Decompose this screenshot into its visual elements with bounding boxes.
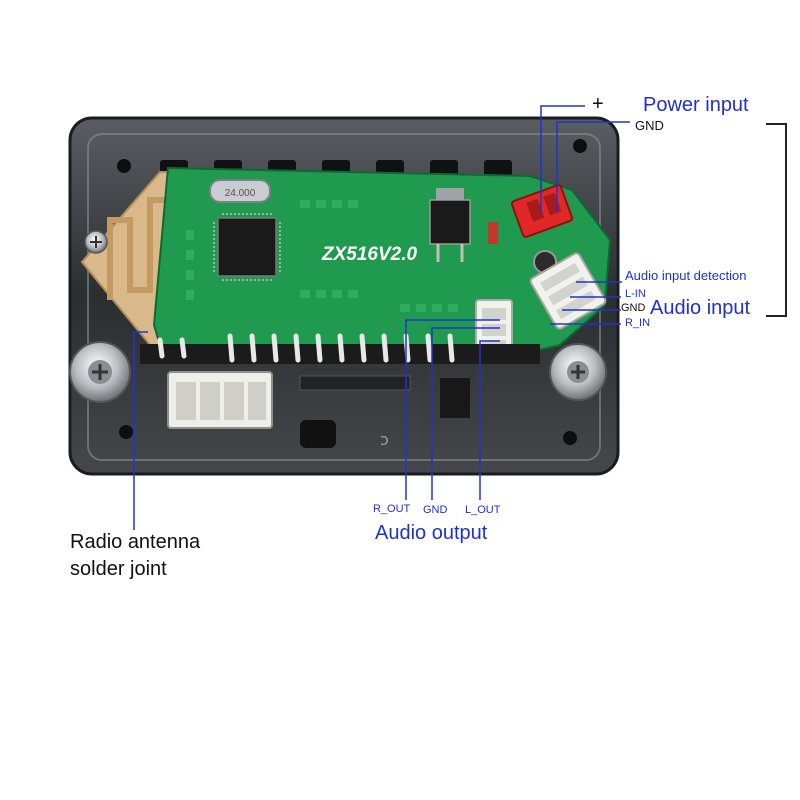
audio-output-label: Audio output bbox=[375, 522, 488, 544]
antenna-label-line1: Radio antenna bbox=[70, 531, 201, 553]
power-gnd-label: GND bbox=[635, 118, 664, 133]
audio-input-detection-label: Audio input detection bbox=[625, 268, 747, 283]
lower-white-connector bbox=[167, 371, 273, 429]
annotation-lines bbox=[133, 105, 787, 530]
crystal-marking: 24.000 bbox=[225, 188, 256, 199]
l-in-label: L-IN bbox=[625, 288, 646, 300]
r-out-label: R_OUT bbox=[373, 503, 411, 515]
out-gnd-label: GND bbox=[423, 504, 448, 516]
board-model: ZX516V2.0 bbox=[321, 244, 417, 265]
plus-label: + bbox=[592, 93, 604, 115]
side-plug bbox=[440, 378, 470, 418]
audio-in-gnd-label: GND bbox=[621, 302, 646, 314]
card-slot bbox=[299, 375, 411, 391]
screws bbox=[69, 230, 607, 403]
svg-text:ↄ: ↄ bbox=[380, 430, 389, 449]
l-out-label: L_OUT bbox=[465, 504, 501, 516]
r-in-label: R_IN bbox=[625, 317, 651, 329]
pin-header bbox=[140, 333, 540, 364]
audio-input-label: Audio input bbox=[650, 297, 751, 319]
power-input-label: Power input bbox=[643, 94, 749, 116]
antenna-label-line2: solder joint bbox=[70, 558, 167, 580]
